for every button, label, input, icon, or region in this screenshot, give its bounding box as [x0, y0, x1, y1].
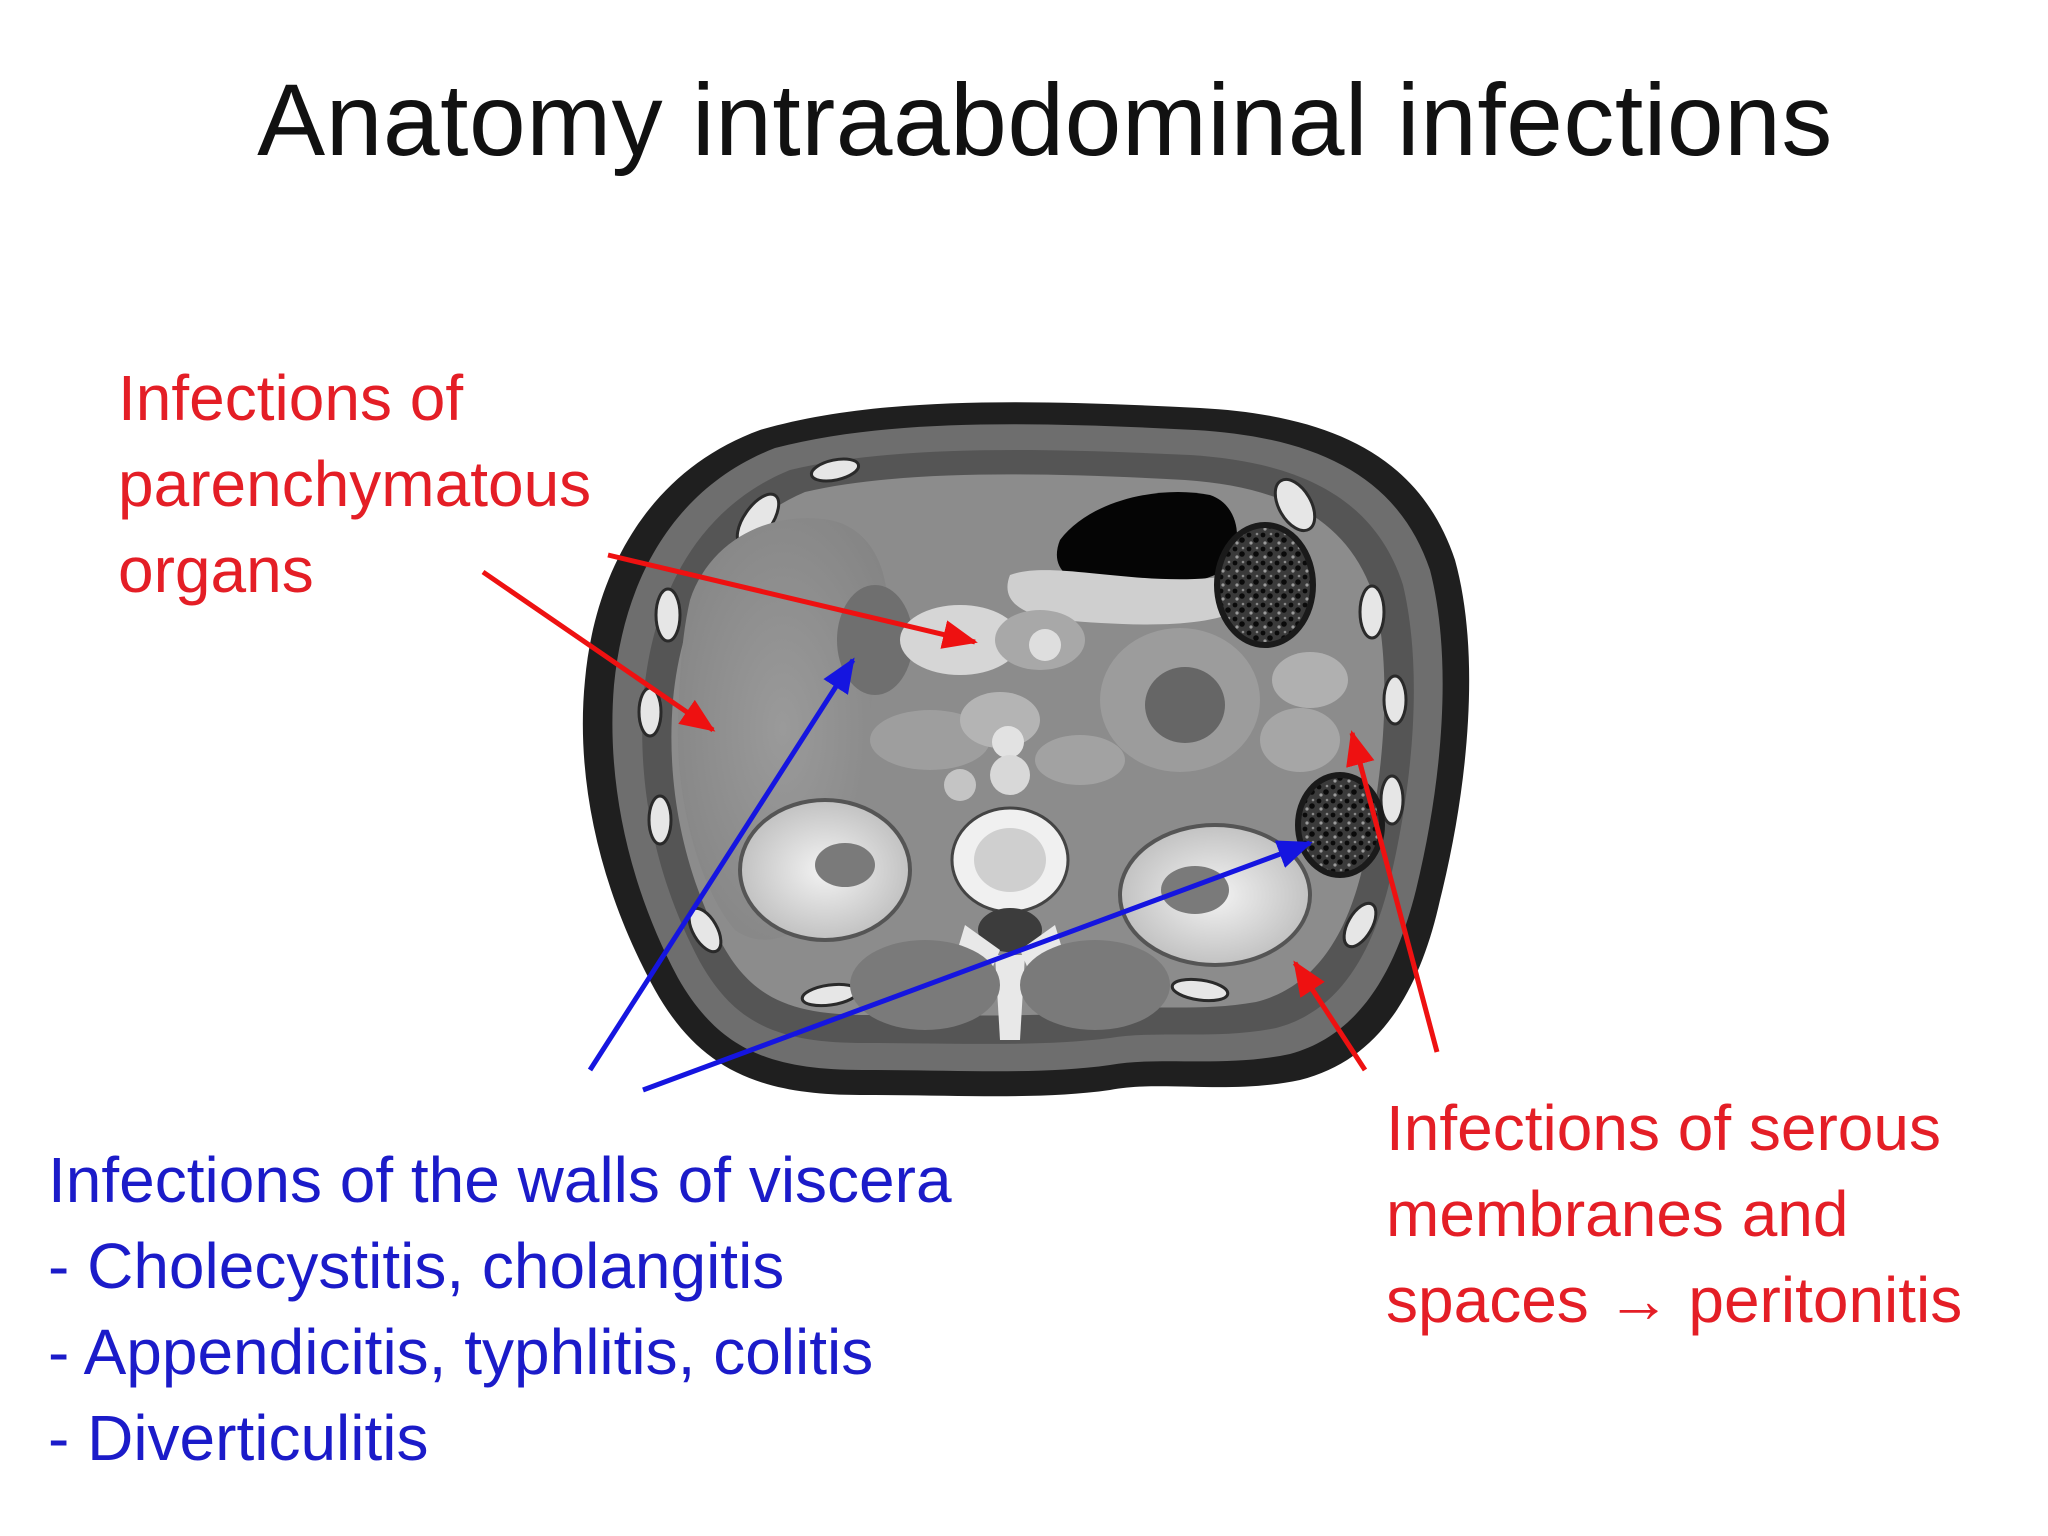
label-serous-membranes: Infections of serous membranes and space… — [1386, 1085, 1962, 1343]
label-line: membranes and — [1386, 1178, 1849, 1250]
arrow-serous-peritoneum — [1346, 730, 1440, 1053]
bowel-loops — [870, 605, 1348, 785]
stomach-air — [1056, 492, 1237, 588]
label-walls-of-viscera: Infections of the walls of viscera - Cho… — [48, 1137, 952, 1481]
paraspinal-muscle-left — [1020, 940, 1170, 1030]
label-line: - Cholecystitis, cholangitis — [48, 1230, 785, 1302]
label-line: parenchymatous — [118, 448, 592, 520]
descending-colon — [1295, 772, 1385, 878]
slide-title: Anatomy intraabdominal infections — [257, 63, 1833, 177]
left-kidney — [1118, 823, 1312, 967]
label-line: spaces → peritonitis — [1386, 1264, 1963, 1336]
label-line: Infections of the walls of viscera — [48, 1144, 952, 1216]
right-kidney — [738, 798, 912, 942]
label-line: Infections of serous — [1386, 1092, 1941, 1164]
arrow-walls-colon — [642, 840, 1313, 1093]
label-line: Infections of — [118, 362, 464, 434]
arrow-serous-retroperitoneum — [1292, 960, 1368, 1072]
arrow-parenchymatous-pancreas — [607, 552, 978, 649]
label-parenchymatous-organs: Infections of parenchymatous organs — [118, 355, 591, 613]
label-line: - Appendicitis, typhlitis, colitis — [48, 1316, 874, 1388]
label-line: - Diverticulitis — [48, 1402, 429, 1474]
arrow-walls-gallbladder — [587, 657, 856, 1072]
colon-upper — [1214, 522, 1316, 648]
arrow-parenchymatous-liver — [481, 569, 716, 733]
label-line: organs — [118, 534, 314, 606]
